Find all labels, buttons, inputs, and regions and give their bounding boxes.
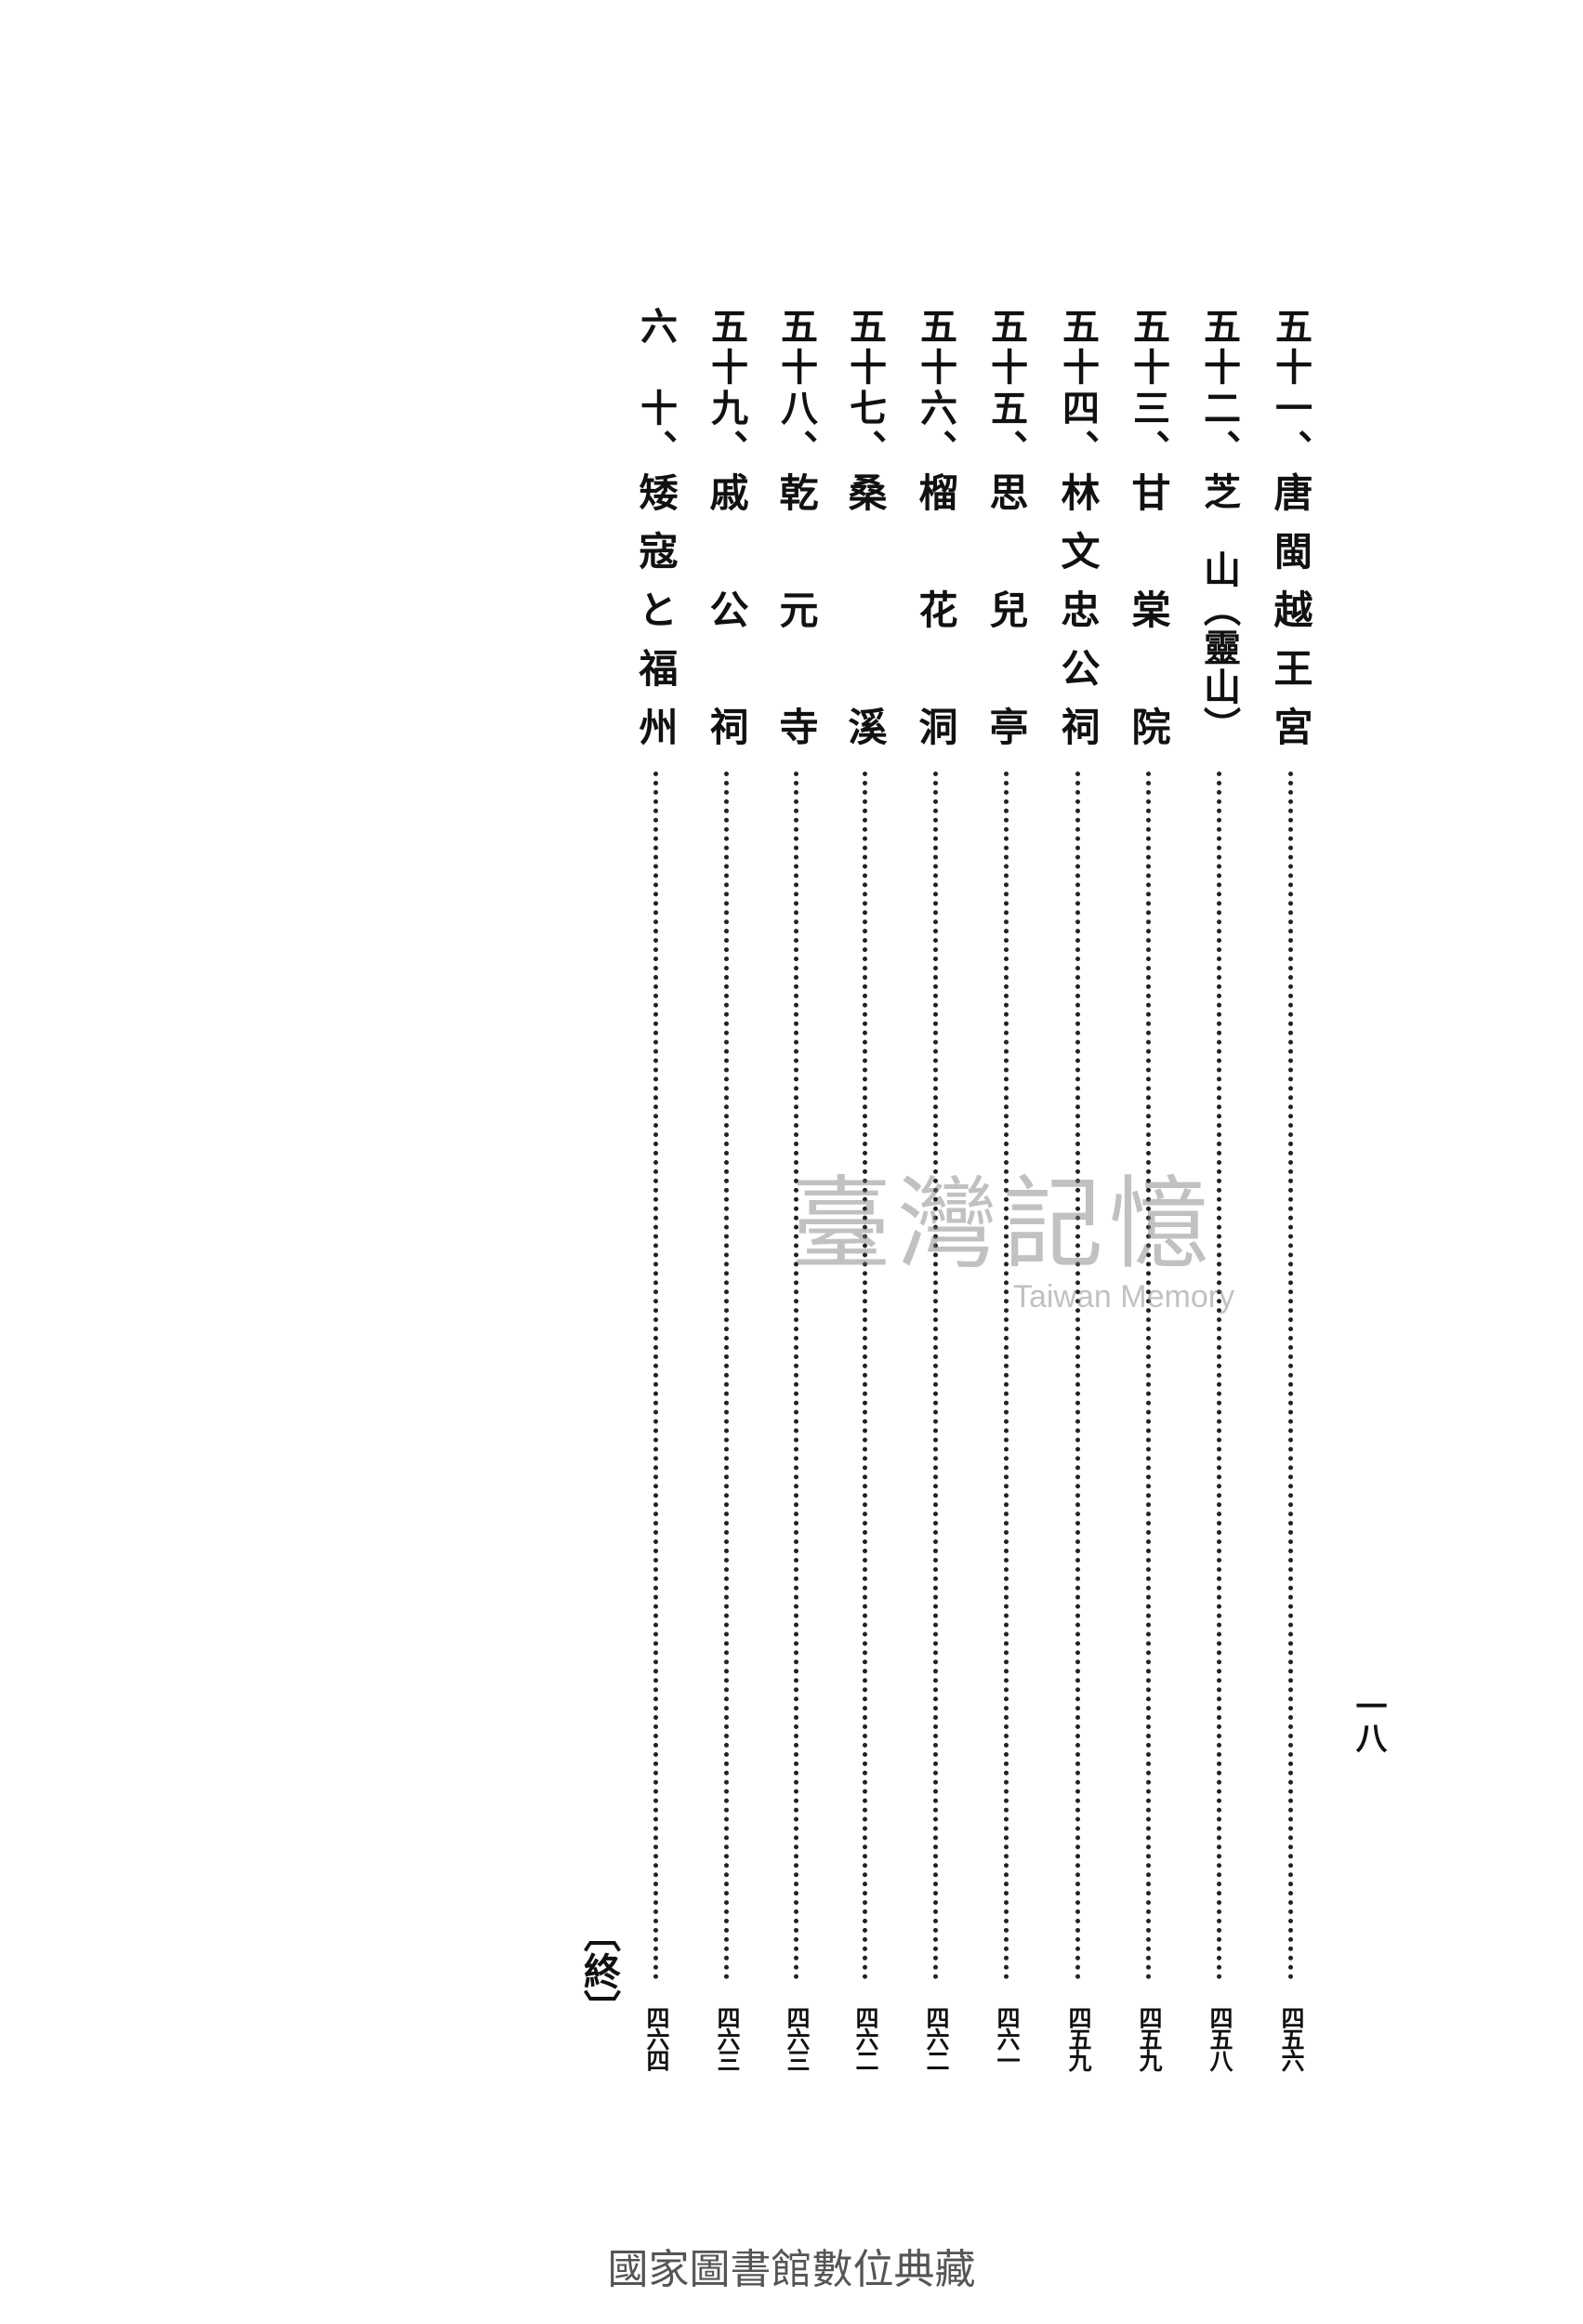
entry-page: 四六二 [852,2006,879,2070]
end-mark: 〔終〕 [577,1915,621,2027]
entry-title: 林文忠公祠 [1055,472,1101,765]
entry-title: 唐閩越王宮 [1268,472,1313,765]
toc-entry: 五十一、 唐閩越王宮 四五六 [1267,0,1313,2138]
entry-title: 甘 棠 院 [1126,472,1171,765]
toc-entry: 五十二、 芝 山（靈山） 四五八 [1195,0,1242,2138]
entry-title: 桑 溪 [842,472,888,765]
entry-page: 四五九 [1065,2006,1092,2070]
entry-number: 五十九、 [705,307,748,470]
entry-title: 戚 公 祠 [704,472,749,765]
entry-number: 五十二、 [1197,307,1241,470]
entry-number: 五十一、 [1269,307,1313,470]
entry-number: 五十五、 [984,307,1028,470]
entry-number: 五十六、 [914,307,957,470]
entry-number: 六 十、 [634,307,678,470]
toc-entry: 五十三、 甘 棠 院 四五九 [1125,0,1171,2138]
toc-entry: 五十六、 榴 花 洞 四六二 [912,0,958,2138]
dot-leader [1217,772,1221,1980]
page-folio: 一八 [1350,1690,1387,1753]
entry-page: 四五六 [1278,2006,1305,2070]
entry-page: 四五九 [1136,2006,1163,2070]
entry-number: 五十七、 [843,307,887,470]
entry-page: 四六三 [714,2006,741,2070]
entry-title: 芝 山（靈山） [1197,472,1241,746]
toc-entry: 五十九、 戚 公 祠 四六三 [703,0,749,2138]
dot-leader [1146,772,1151,1980]
entry-title: 思 兒 亭 [983,472,1029,765]
entry-number: 五十四、 [1056,307,1100,470]
entry-page: 四六三 [784,2006,811,2070]
toc-entry: 六 十、 矮寇と福州 四六四 [632,0,679,2138]
entry-page: 四五八 [1207,2006,1233,2070]
entry-page: 四六一 [994,2006,1021,2070]
watermark: 臺灣記憶 Taiwan Memory [772,1143,1234,1315]
dot-leader [1288,772,1293,1980]
footer-credit: 國家圖書館數位典藏 [607,2246,976,2293]
entry-title: 榴 花 洞 [913,472,958,765]
entry-number: 五十八、 [774,307,818,470]
dot-leader [1075,772,1080,1980]
entry-number: 五十三、 [1127,307,1170,470]
dot-leader [933,772,938,1980]
dot-leader [1004,772,1009,1980]
watermark-english: Taiwan Memory [1013,1279,1235,1314]
entry-page: 四六四 [643,2006,670,2070]
dot-leader [653,772,658,1980]
dot-leader [863,772,867,1980]
entry-title: 矮寇と福州 [633,472,679,765]
watermark-chinese: 臺灣記憶 [791,1167,1216,1283]
toc-entry: 五十七、 桑 溪 四六二 [841,0,888,2138]
entry-page: 四六二 [923,2006,950,2070]
dot-leader [724,772,729,1980]
dot-leader [794,772,798,1980]
toc-entry: 五十五、 思 兒 亭 四六一 [983,0,1029,2138]
toc-entry: 五十八、 乾 元 寺 四六三 [772,0,819,2138]
toc-entry: 五十四、 林文忠公祠 四五九 [1054,0,1101,2138]
entry-title: 乾 元 寺 [773,472,819,765]
